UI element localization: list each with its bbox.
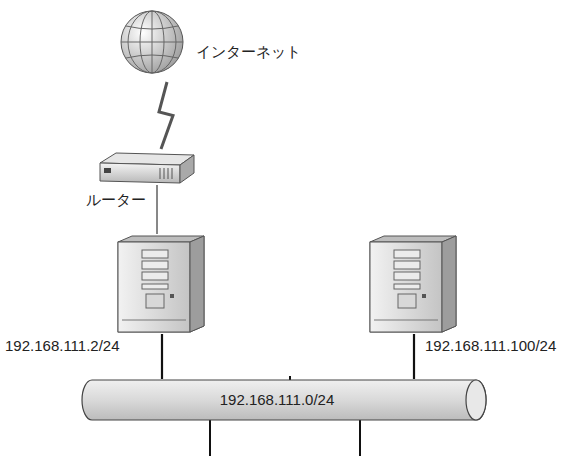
router-part [104,168,111,173]
bus-tap [359,420,361,456]
server-left-part [118,236,204,332]
internet-globe: インターネット [118,6,188,80]
router-part [164,168,165,179]
network-bus-part [466,380,486,420]
server-left-part [118,242,190,332]
server-right: 192.168.111.100/24 [370,234,458,334]
network-cable [157,185,158,234]
server-right-part [370,242,442,332]
router-icon [98,151,196,185]
router-part [168,168,169,179]
bus-tap [209,420,211,456]
network-cable [413,334,415,379]
server-left-part [142,261,168,269]
server-left-part [122,320,186,321]
router-part [100,163,180,183]
internet-globe-icon [118,6,188,80]
server-right-part [374,320,438,321]
server-right-part [394,284,420,289]
router: ルーター [98,151,196,185]
wan-link [159,82,173,149]
network-bus: 192.168.111.0/24 [80,379,488,421]
server-right-part [394,250,420,258]
server-left-part [190,236,204,332]
server-left-part [142,250,168,258]
device-label: ルーター [86,191,146,209]
server-left: 192.168.111.2/24 [118,234,206,334]
device-label: インターネット [196,43,301,61]
network-bus-part [82,380,486,420]
ip-address-label: 192.168.111.2/24 [5,337,120,355]
internet-globe-part [121,11,183,73]
internet-globe-part [126,26,178,58]
server-right-part [394,261,420,269]
ip-address-label: 192.168.111.100/24 [425,337,556,355]
server-right-part [442,236,456,332]
router-part [180,155,194,183]
network-label: 192.168.111.0/24 [220,391,335,409]
server-left-part [170,294,174,298]
server-right-part [394,272,420,280]
server-right-part [422,294,426,298]
router-part [172,168,173,179]
server-right-icon [370,234,458,334]
server-right-part [398,294,416,308]
network-cable [161,334,163,379]
server-left-part [146,294,164,308]
server-left-icon [118,234,206,334]
server-left-part [142,284,168,289]
internet-globe-part [121,42,183,43]
server-left-part [142,272,168,280]
server-right-part [370,236,456,332]
router-part [160,168,161,179]
